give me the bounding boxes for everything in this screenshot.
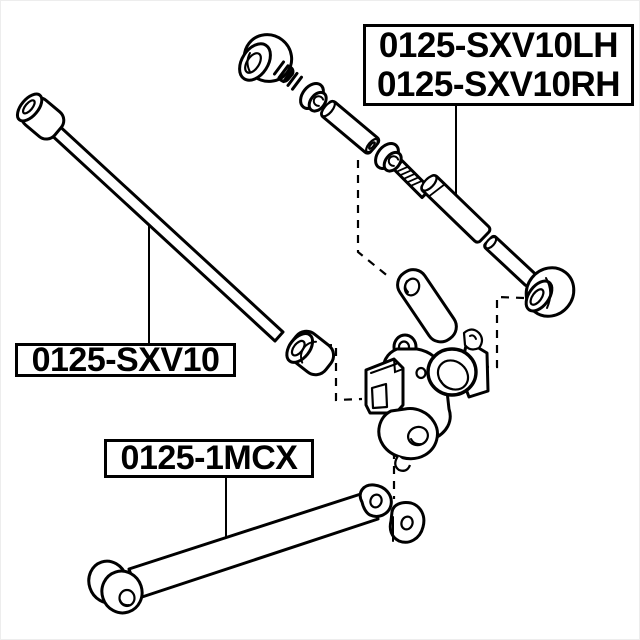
bushing-hole (21, 99, 36, 115)
adjustable-lateral-rod (238, 33, 576, 318)
part-number: 0125-1MCX (120, 439, 298, 477)
shaft-face (484, 235, 498, 250)
dash-bolt-to-knuckle (356, 160, 390, 278)
part-number: 0125-SXV10 (31, 341, 220, 379)
top-arm-hole-rim (404, 280, 409, 293)
rod-end-bushing-housing (238, 33, 295, 83)
assembly-dashed-lines (308, 160, 525, 499)
knuckle-right-ear-hole (469, 334, 477, 340)
adjusting-sleeve (420, 173, 492, 244)
knuckle-bottom-ear (394, 455, 412, 472)
bracket-fold-lines (370, 358, 404, 374)
trailing-arm-lower (87, 483, 426, 615)
arm-bushing-left (87, 559, 144, 615)
arm-fork-end (358, 483, 426, 544)
rod-shaft (45, 120, 285, 343)
hub-inner-rim (440, 380, 453, 390)
part-number-lh: 0125-SXV10LH (378, 26, 619, 65)
bushing-hole (290, 339, 306, 357)
part-number-rh: 0125-SXV10RH (376, 65, 621, 104)
tube-bore (368, 141, 376, 150)
washer-nut-1 (299, 82, 328, 113)
dash-right-rod-to-knuckle (488, 295, 525, 369)
knuckle-body-boss (415, 366, 427, 380)
dash-left-arm-to-knuckle (308, 343, 363, 402)
sleeve-seam (428, 183, 446, 198)
label-box-1mcx: 0125-1MCX (104, 439, 314, 478)
fork-upper-hole (369, 493, 383, 509)
tube-near-mouth (320, 100, 336, 118)
nut-hole (312, 95, 325, 107)
label-box-sxv10: 0125-SXV10 (15, 343, 236, 377)
bushing-rim (545, 277, 552, 309)
coil-spring (273, 60, 303, 91)
bushing-hole-rim (119, 599, 130, 607)
label-box-sxv10-lh-rh: 0125-SXV10LH 0125-SXV10RH (363, 24, 634, 106)
bushing-hole (529, 288, 545, 306)
knuckle-right-ear (462, 328, 484, 351)
housing-rim (246, 52, 251, 73)
rod-bushing-top (15, 92, 66, 141)
arm-shaft (127, 490, 380, 600)
rod-bushing-bottom (285, 329, 336, 377)
nut-hole (387, 155, 400, 167)
sleeve-mouth (420, 174, 438, 192)
rod-bushing-end (524, 266, 576, 318)
fork-lower-hole (400, 515, 414, 531)
washer-nut-2 (374, 142, 403, 173)
collar-tube (320, 99, 381, 155)
bracket-square-hole (370, 382, 389, 410)
rear-axle-knuckle (364, 268, 490, 472)
lateral-control-rod-left (15, 92, 336, 377)
bottom-lobe-hole-rim (410, 438, 422, 446)
